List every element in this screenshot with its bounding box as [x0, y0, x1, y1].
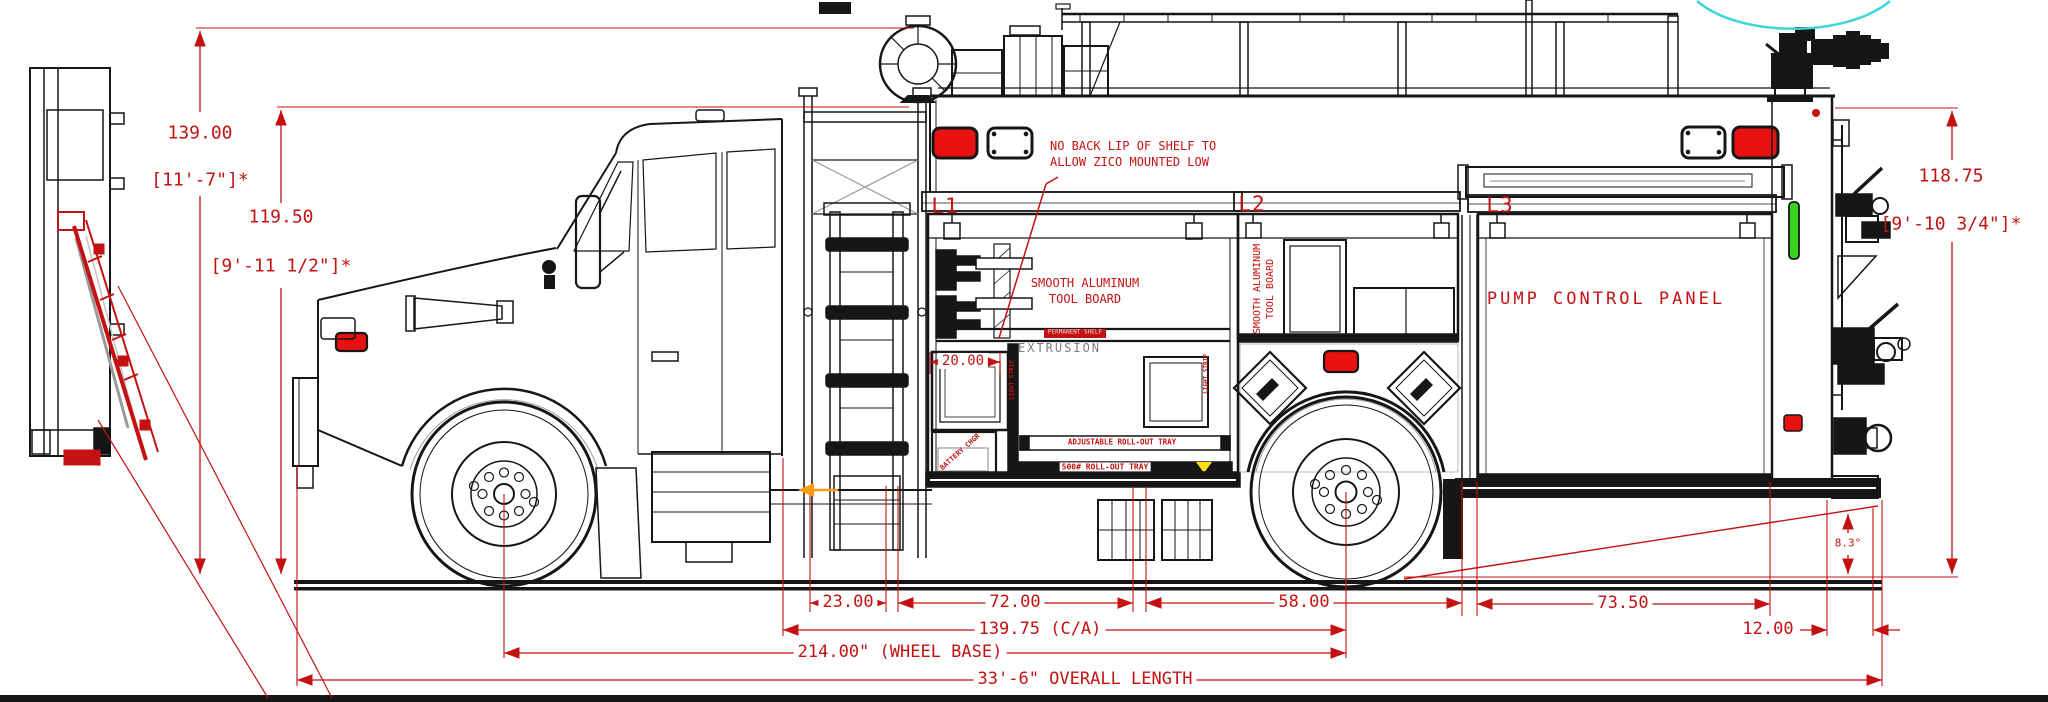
wheel-well-panel	[1232, 343, 1462, 473]
zico-note-line1: NO BACK LIP OF SHELF TO	[1050, 139, 1217, 153]
deck-equipment	[819, 2, 1109, 104]
rollout-tray-label: 500# ROLL-OUT TRAY	[1059, 462, 1151, 472]
ground-line	[0, 580, 2048, 702]
marker-light-wheelwell	[1322, 349, 1360, 374]
zico-note-line2: ALLOW ZICO MOUNTED LOW	[1050, 155, 1209, 169]
dim-shelf-width: 20.00	[937, 352, 989, 370]
cab-ladder-rack	[798, 87, 932, 558]
headlight	[320, 317, 356, 340]
dim-seg-3: 58.00	[1274, 593, 1334, 613]
l2-toolboard-label: SMOOTH ALUMINUM TOOL BOARD	[1252, 243, 1276, 335]
dim-cab-to-axle: 139.75 (C/A)	[974, 620, 1106, 640]
dim-overall-length: 33'-6" OVERALL LENGTH	[973, 670, 1197, 690]
roof-ladder-rack	[1055, 0, 1679, 97]
marker-light-red-front	[931, 126, 979, 160]
light-strip-label-right: LIGHT STRIP	[1202, 354, 1210, 394]
compartment-label-l3: L3	[1486, 192, 1514, 217]
l1-toolboard-line2: TOOL BOARD	[1048, 292, 1122, 307]
pump-panel-label: PUMP CONTROL PANEL	[1486, 289, 1726, 310]
deck-gun	[1765, 27, 1889, 102]
dim-overall-height: 139.00	[167, 122, 233, 144]
dim-body-height-ft: [9'-11 1/2"]*	[210, 255, 352, 277]
orange-arrow	[798, 483, 838, 497]
wheel-chock-right	[1386, 350, 1462, 426]
extrusion-label: EXTRUSION	[1018, 341, 1102, 355]
compartment-l2	[1236, 212, 1460, 343]
dim-seg-4: 73.50	[1593, 594, 1653, 614]
light-strip-label-left: LIGHT STRIP	[1008, 360, 1016, 400]
roof-beacon	[695, 109, 725, 122]
green-light-strip	[1788, 201, 1800, 260]
cab	[292, 109, 932, 579]
dim-rear-height: 118.75	[1918, 165, 1984, 187]
mud-flap	[595, 467, 642, 579]
dim-overall-height-ft: [11'-7"]*	[151, 169, 249, 191]
air-horn	[413, 297, 503, 330]
fuel-tank	[651, 451, 771, 543]
swing-radius-arc	[1696, 0, 1891, 30]
dimension-lines	[194, 27, 1958, 686]
under-chassis	[1097, 478, 1881, 561]
yellow-marker	[1196, 462, 1212, 473]
red-light-rear-low	[1783, 414, 1803, 432]
permanent-shelf-label: PERMANENT SHELF	[1047, 328, 1103, 336]
mirror	[574, 194, 602, 290]
scene-light-bar	[1465, 166, 1785, 198]
dim-seg-1: 23.00	[818, 593, 878, 613]
l1-toolboard-line1: SMOOTH ALUMINUM	[1030, 276, 1140, 291]
body	[921, 87, 1835, 432]
rear-accessories	[1771, 96, 1911, 499]
dim-departure-angle: 8.3°	[1830, 537, 1866, 551]
dim-rear-overhang: 12.00	[1738, 620, 1798, 640]
marker-light-red-rear	[1731, 125, 1780, 160]
fender-marker-light	[334, 331, 369, 353]
dim-body-height: 119.50	[248, 206, 314, 228]
marker-light-clear-front	[986, 126, 1034, 160]
dim-seg-2: 72.00	[985, 593, 1045, 613]
adjustable-tray-label: ADJUSTABLE ROLL-OUT TRAY	[1063, 438, 1181, 448]
marker-light-clear-rear	[1680, 125, 1727, 160]
dim-rear-height-ft: [9'-10 3/4"]*	[1880, 213, 2022, 235]
compartment-label-l2: L2	[1238, 191, 1266, 216]
pump-panel	[1461, 212, 1774, 484]
compartment-label-l1: L1	[931, 193, 959, 218]
rear-view-ladder-red	[57, 211, 333, 699]
dim-wheelbase: 214.00" (WHEEL BASE)	[793, 643, 1007, 663]
wheel-chock-left	[1232, 350, 1308, 426]
